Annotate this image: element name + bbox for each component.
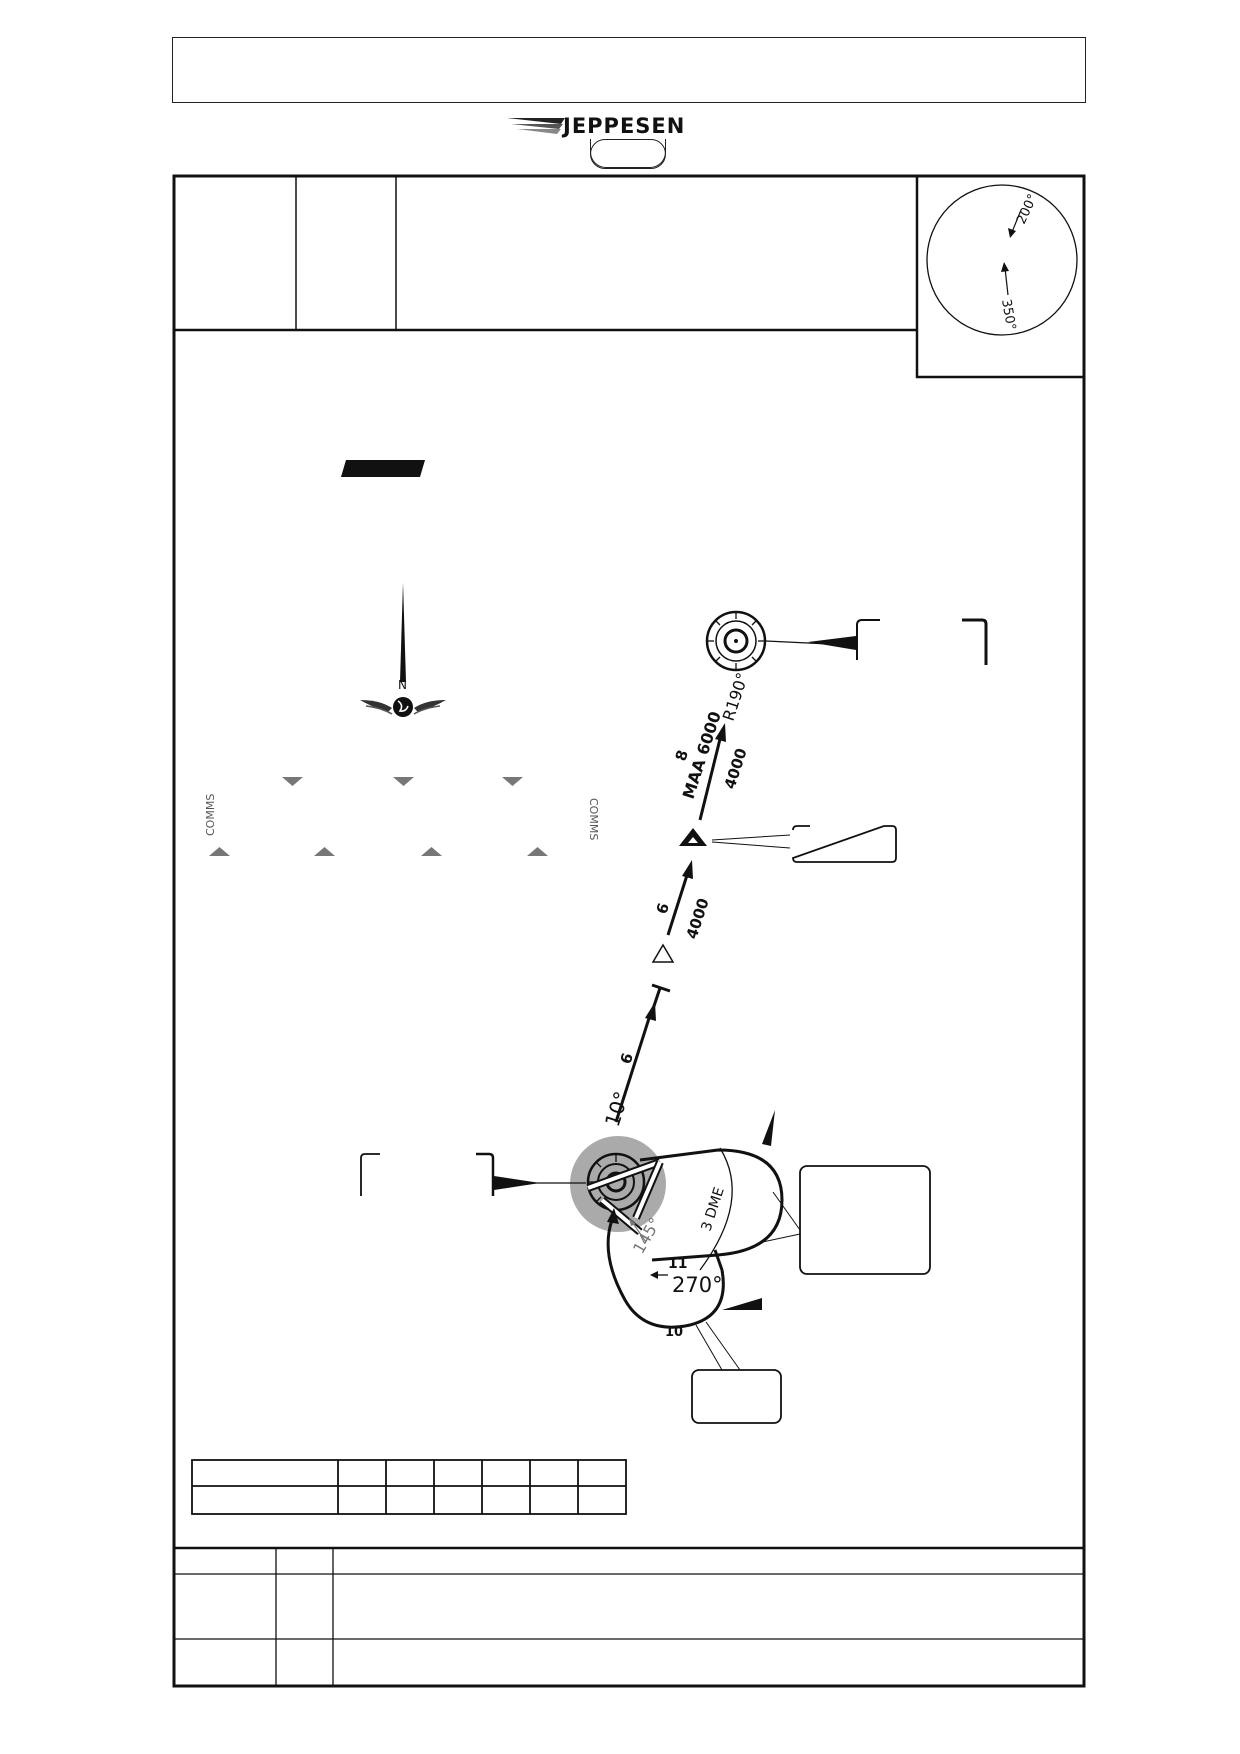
mid-fix-callout — [792, 825, 897, 863]
entry-sector-lines — [586, 1158, 664, 1236]
route-seg2-dist: 6 — [653, 901, 673, 916]
route-seg1-tick — [651, 983, 671, 993]
inset-arrow-350 — [1004, 267, 1009, 296]
holding-dme: 3 DME — [699, 1185, 728, 1233]
inset-arrowhead-350 — [1001, 262, 1009, 272]
holding-dist-10: 10 — [665, 1325, 683, 1340]
holding-south-leader2 — [705, 1321, 741, 1371]
home-fix-leader-flag — [494, 1176, 540, 1190]
mid-fix-leader2 — [711, 841, 791, 849]
comms-left: COMMS — [204, 794, 217, 836]
north-arrow-globe-icon — [360, 582, 446, 717]
holding-pattern-south — [606, 1219, 725, 1329]
route-seg2 — [666, 871, 690, 936]
dme-arc — [699, 1147, 733, 1271]
waypoint-filled-triangle-inner — [688, 837, 698, 843]
inset-arrowhead-200 — [1008, 228, 1016, 238]
holding-south-arrow — [607, 1208, 619, 1224]
holding-heading: 270° — [672, 1273, 723, 1297]
minimums-table — [191, 1459, 627, 1515]
holding-south-marker — [722, 1298, 762, 1310]
inset-radial-350: 350° — [998, 298, 1018, 331]
main-frame — [172, 174, 1086, 1688]
holding-east-marker — [762, 1110, 775, 1146]
holding-south-leader1 — [695, 1324, 723, 1371]
entry-145-arrow — [629, 1218, 636, 1226]
holding-east-leader1 — [772, 1191, 801, 1231]
inset-radial-200: 200° — [1014, 192, 1041, 227]
north-label: N — [398, 678, 407, 692]
upper-vor-callout-bracket — [856, 619, 880, 660]
inset-arrow-200 — [1011, 209, 1022, 233]
route-seg1 — [614, 1011, 653, 1123]
upper-vor-icon — [705, 610, 767, 672]
comms-right: COMMS — [587, 798, 600, 840]
route-course-out: 10° — [600, 1088, 634, 1129]
route-seg2-arrow — [682, 860, 693, 879]
route-seg3-alt: 4000 — [721, 746, 751, 791]
entry-145-line — [631, 1221, 647, 1243]
home-fix-callout-left — [360, 1153, 380, 1196]
jeppesen-logo: JEPPESEN — [505, 112, 725, 142]
holding-dist-11: 11 — [668, 1256, 687, 1272]
route-seg1b — [650, 987, 662, 1013]
home-fix-callout-right — [476, 1152, 495, 1196]
route-seg3-arrow — [715, 723, 726, 742]
inset-box — [915, 174, 1086, 379]
route-seg3 — [698, 734, 723, 821]
brand-name: JEPPESEN — [563, 114, 686, 138]
waypoint-open-triangle — [651, 943, 675, 963]
mid-fix-leader — [711, 834, 791, 841]
route-radial-out: R190° — [719, 670, 752, 723]
comms-triangles — [209, 777, 548, 856]
upper-vor-callout-bracket-right — [962, 618, 988, 665]
chart-tab-top — [590, 139, 666, 169]
route-seg2-alt: 4000 — [683, 896, 713, 941]
upper-vor-leader-flag — [808, 636, 856, 650]
jeppesen-swoosh-icon — [507, 118, 565, 134]
holding-270-arrowhead — [650, 1271, 658, 1279]
holding-pattern-east — [639, 1148, 784, 1262]
holding-east-callout — [799, 1165, 931, 1275]
holding-south-callout — [691, 1369, 782, 1424]
inset-circle — [926, 184, 1078, 336]
label-bar — [341, 460, 425, 477]
header-box — [172, 37, 1086, 103]
route-seg1-dist: 6 — [617, 1051, 637, 1066]
holding-east-leader2 — [757, 1233, 801, 1244]
